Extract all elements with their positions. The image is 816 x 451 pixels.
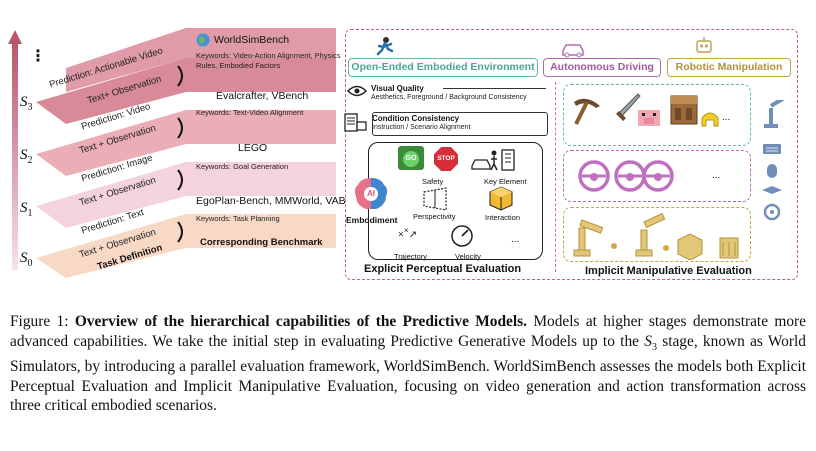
- stop-sign-icon: [434, 147, 458, 171]
- caption-text-2: stage, known as World Simulators, by int…: [10, 332, 806, 415]
- safety-label: Safety: [422, 177, 444, 186]
- runner-icon: [376, 37, 394, 56]
- trash-bin-icon: [718, 234, 719, 235]
- globe-icon: [196, 33, 210, 47]
- ai-badge: AI: [367, 189, 375, 198]
- figure: ⋮ S3 S2 S1 S0 Text + Observation Predict…: [8, 28, 798, 280]
- benchmark-s0: EgoPlan-Bench, MMWorld, VAB Keywords: Ta…: [196, 195, 346, 223]
- stage-label-s1: S1: [20, 200, 33, 219]
- benchmark-s1: LEGO Keywords: Goal Generation: [196, 142, 289, 171]
- eye-icon: [347, 85, 367, 97]
- stage-label-s0: S0: [20, 250, 33, 269]
- trajectory-icon: ××↗: [398, 225, 418, 241]
- caption-title: Overview of the hierarchical capabilitie…: [74, 313, 527, 330]
- pedestrian-icon: [471, 149, 515, 171]
- stage-label-s2: S2: [20, 147, 33, 166]
- manipulation-panel: [563, 207, 751, 262]
- caption-text-1: Models at higher stages demonstrate more…: [10, 313, 806, 350]
- interaction-label: Interaction: [485, 213, 521, 222]
- robot-arm-side-icon: [762, 100, 785, 221]
- corresponding-benchmark-label: Corresponding Benchmark: [200, 237, 323, 248]
- caption-stage-letter: S: [644, 332, 652, 350]
- visual-quality: Visual Quality Aesthetics, Foreground / …: [371, 84, 527, 101]
- document-icon: [344, 113, 367, 132]
- crafting-table-icon: [670, 95, 698, 125]
- strip-s0: [36, 214, 336, 278]
- robot-icon: [696, 37, 712, 53]
- implicit-title: Implicit Manipulative Evaluation: [585, 265, 752, 277]
- sword-icon: [616, 93, 641, 121]
- strip-s3: [36, 58, 336, 124]
- benchmark-s3: WorldSimBench Keywords: Video-Action Ali…: [196, 33, 341, 70]
- gold-helmet-icon: [701, 112, 719, 127]
- tag-manipulation: Robotic Manipulation: [667, 58, 791, 77]
- panel-separator: [555, 82, 556, 272]
- strip-s1: [36, 162, 336, 228]
- pig-icon: [638, 110, 660, 126]
- brain-icon: [354, 178, 388, 209]
- cube-icon: [489, 186, 513, 211]
- stop-sign-label: STOP: [437, 155, 455, 162]
- tag-driving: Autonomous Driving: [543, 58, 661, 77]
- strip-s2: [36, 110, 336, 176]
- tag-open-ended: Open-Ended Embodied Environment: [348, 58, 538, 77]
- steering-wheel-icon: [578, 160, 674, 192]
- car-icon: [562, 44, 584, 58]
- trajectory-label: Trajectory: [394, 252, 428, 261]
- driving-panel: [563, 150, 751, 202]
- driving-more: ...: [712, 170, 721, 181]
- caption-stage-sub: 3: [651, 341, 657, 353]
- explicit-more: ...: [511, 234, 520, 245]
- dots: ⋮: [30, 48, 46, 65]
- perspectivity-icon: [423, 187, 447, 211]
- gauge-icon: [451, 225, 473, 247]
- robot-arm-icon: [573, 212, 739, 260]
- stage-strips: [36, 28, 336, 278]
- condition-consistency: Condition Consistency Instruction / Scen…: [372, 114, 471, 131]
- embodiment-label: Embodiment: [346, 215, 398, 225]
- pickaxe-icon: [574, 98, 600, 125]
- explicit-title: Explicit Perceptual Evaluation: [364, 263, 522, 275]
- framework-panel: [345, 29, 798, 280]
- go-sign: GO: [403, 151, 419, 167]
- key-element-label: Key Element: [484, 177, 527, 186]
- perspectivity-label: Perspectivity: [413, 212, 456, 221]
- figure-caption: Figure 1: Overview of the hierarchical c…: [10, 312, 806, 416]
- benchmark-s2: Evalcrafter, VBench Keywords: Text-Video…: [196, 90, 309, 117]
- caption-label: Figure 1:: [10, 313, 69, 330]
- capability-arrow: [8, 30, 22, 270]
- minecraft-panel: [563, 84, 751, 146]
- stage-label-s3: S3: [20, 94, 33, 113]
- velocity-label: Velocity: [455, 252, 481, 261]
- minecraft-more: ...: [722, 112, 731, 123]
